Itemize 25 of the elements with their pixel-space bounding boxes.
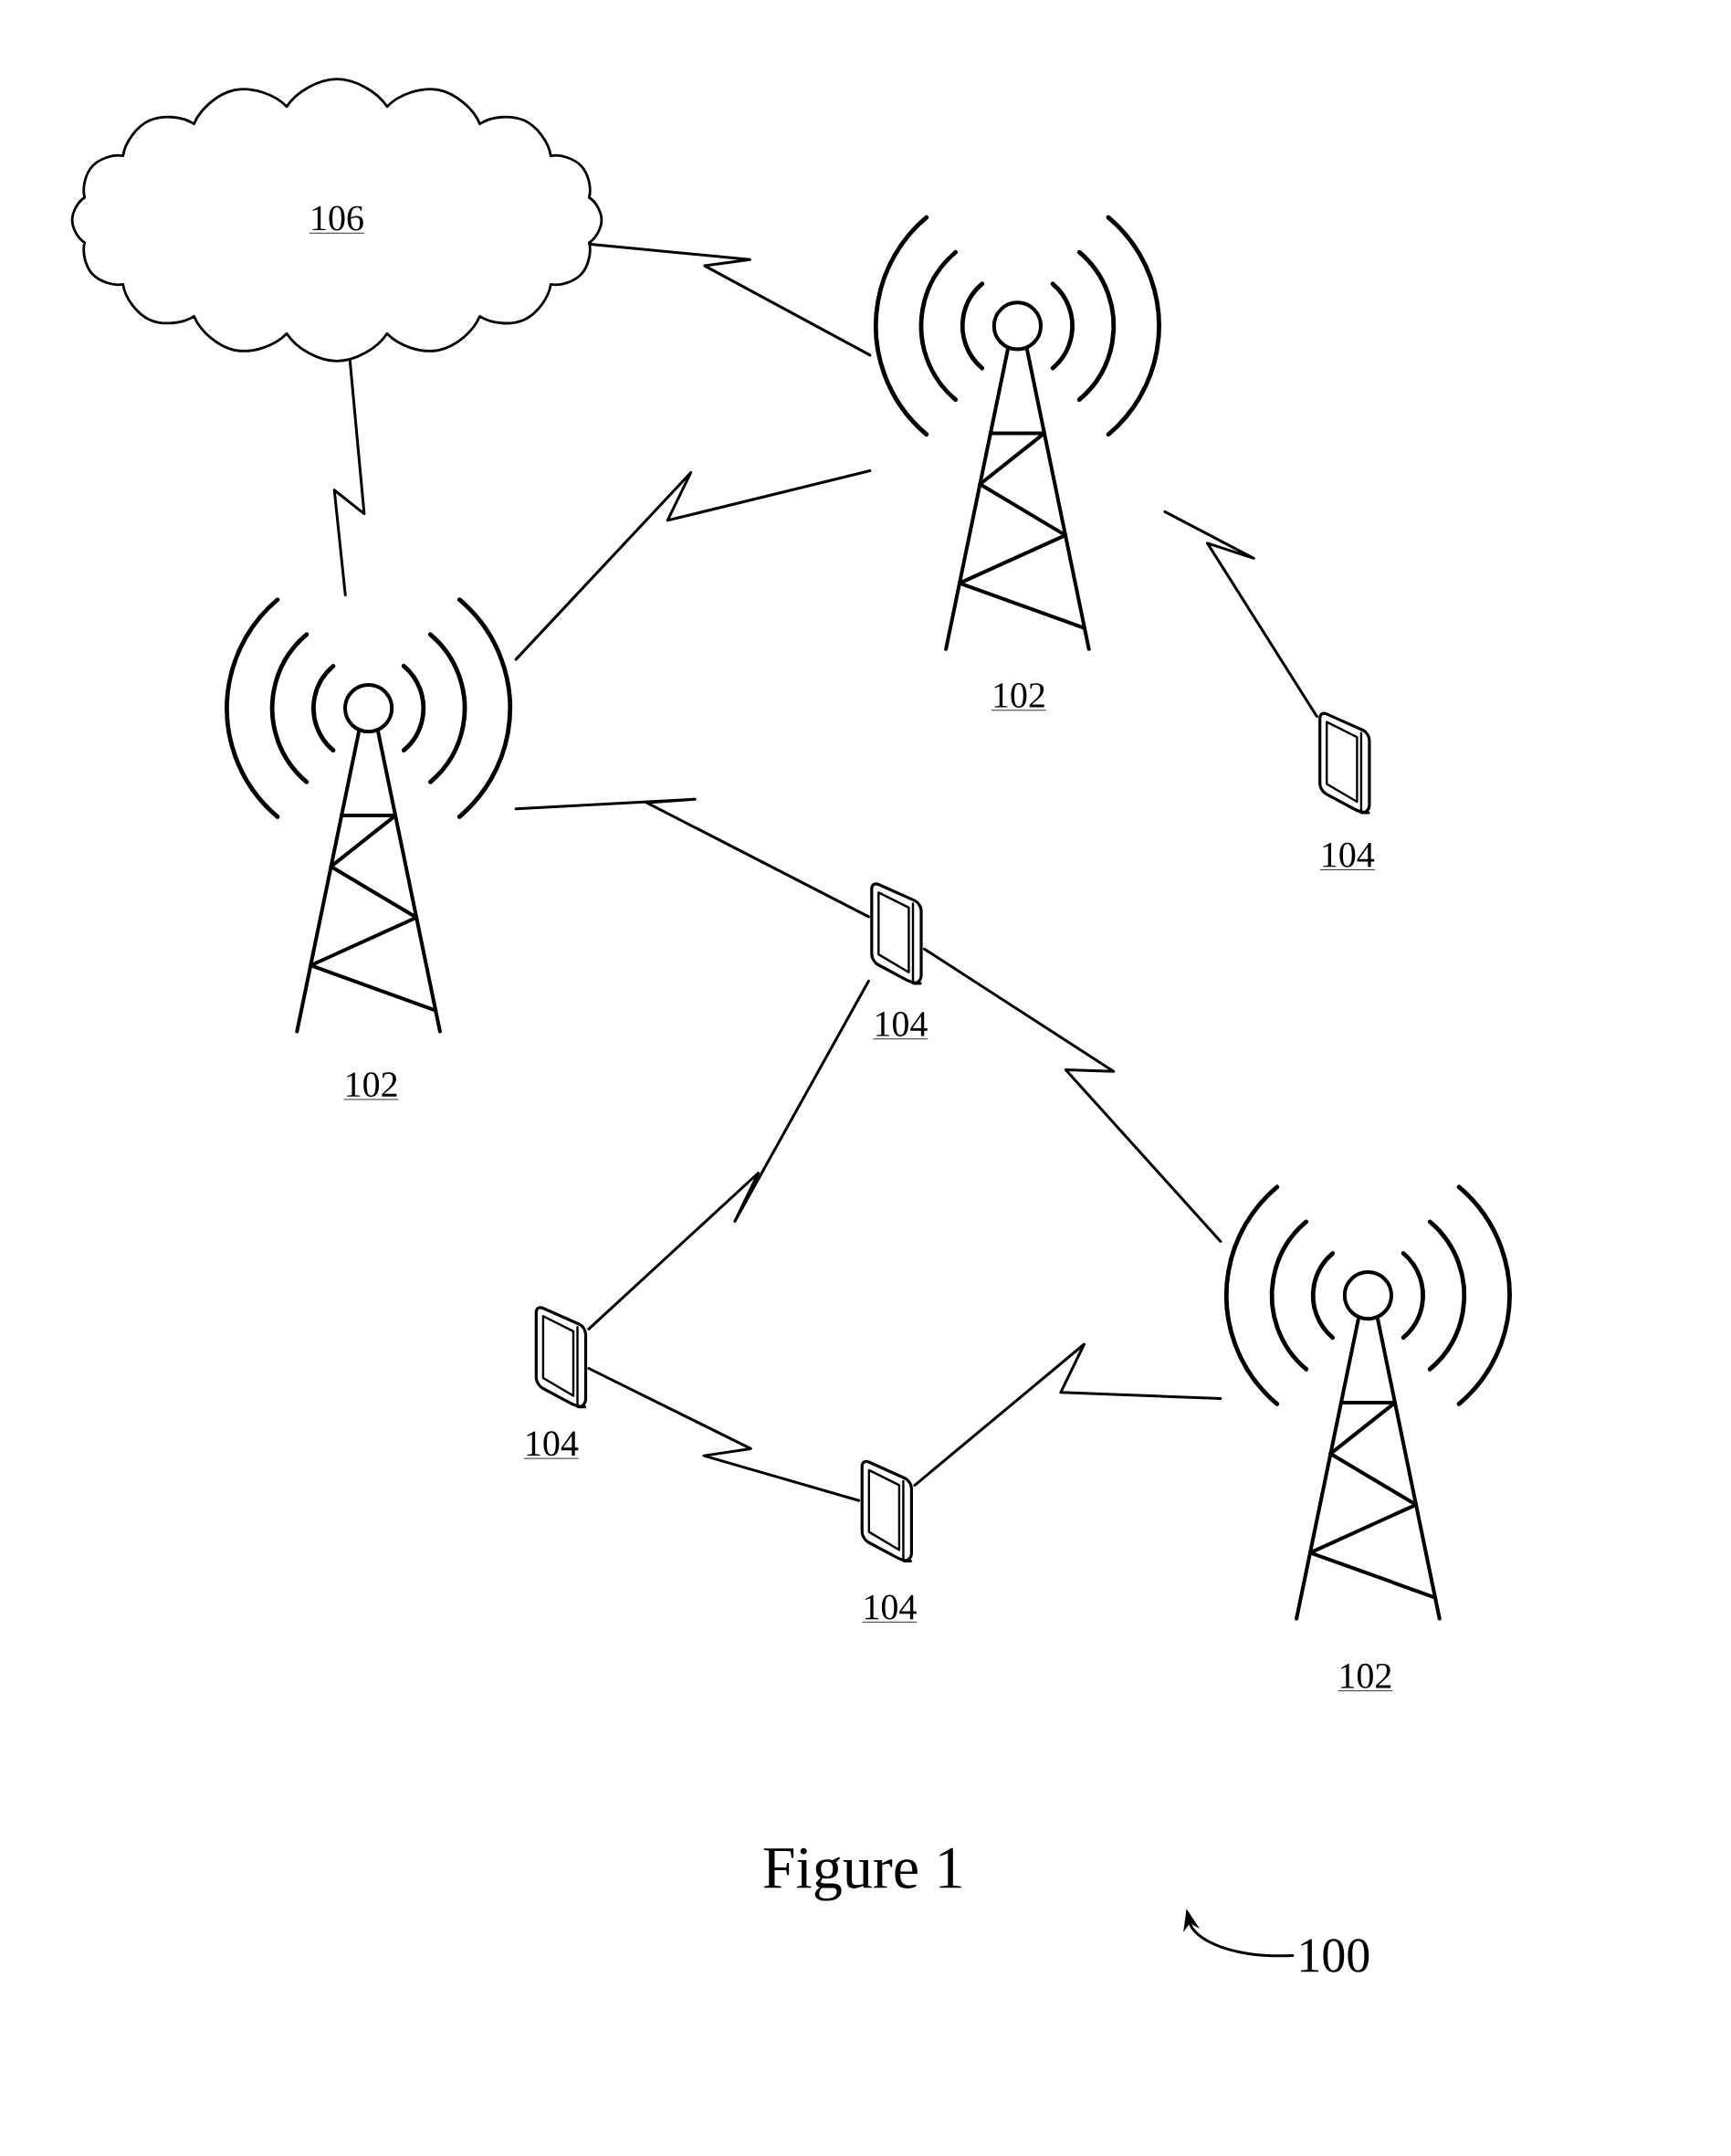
lightning-link <box>587 1367 861 1502</box>
reference-numeral: 102 <box>1338 1663 1393 1691</box>
lightning-link <box>922 947 1222 1243</box>
lightning-link <box>587 979 870 1330</box>
phone-drawing <box>534 1306 588 1409</box>
tower-drawing <box>873 215 1161 651</box>
phone-drawing <box>860 1459 913 1562</box>
reference-numeral: 104 <box>523 1431 580 1459</box>
lightning-link <box>514 797 870 919</box>
reference-numeral: 104 <box>862 1594 918 1623</box>
lightning-link <box>913 1342 1222 1488</box>
reference-numeral: 104 <box>1319 842 1376 870</box>
reference-numeral: 102 <box>343 1072 399 1100</box>
tower-drawing <box>1223 1184 1512 1621</box>
reference-numeral: 104 <box>873 1011 928 1040</box>
lightning-link <box>514 469 872 661</box>
reference-numeral: 102 <box>991 683 1047 711</box>
reference-numeral: 100 <box>1301 1939 1369 1972</box>
lightning-link <box>1163 510 1318 719</box>
tower-drawing <box>225 597 513 1034</box>
phone-drawing <box>870 882 923 985</box>
lightning-link <box>589 243 872 357</box>
figure-caption: Figure 1 <box>763 1847 961 1901</box>
phone-drawing <box>1318 711 1371 815</box>
lightning-link <box>332 359 366 597</box>
